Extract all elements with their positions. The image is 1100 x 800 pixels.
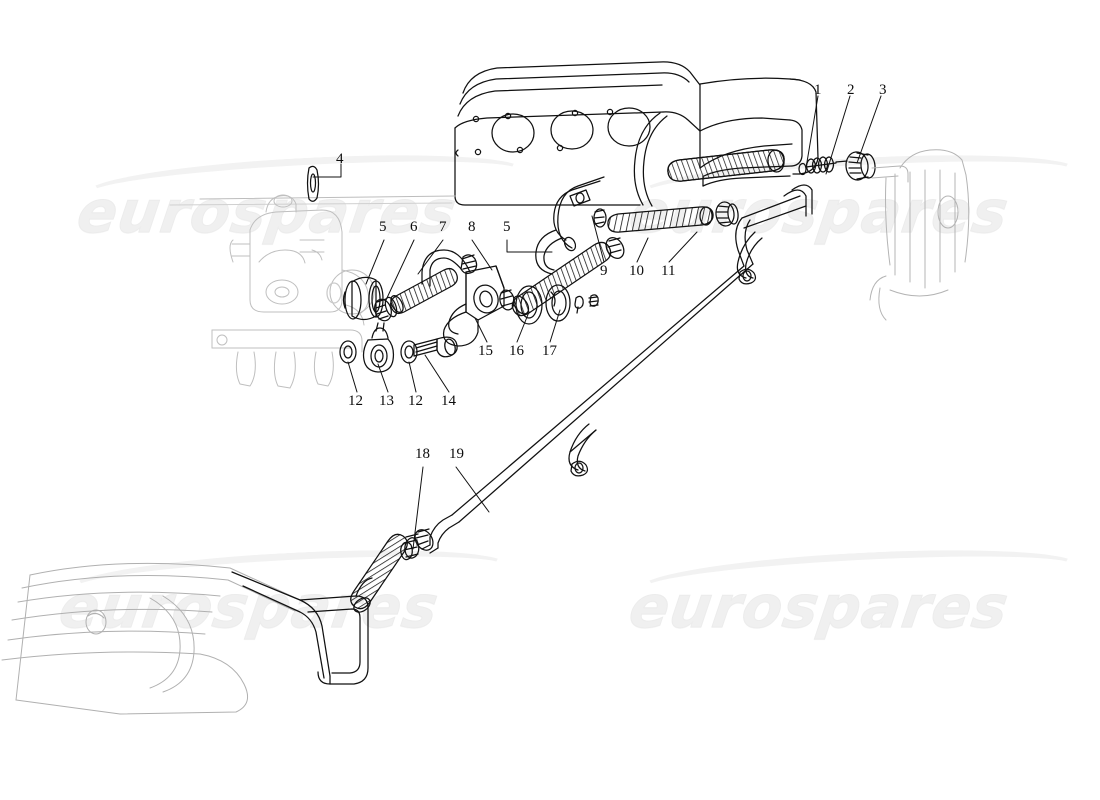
cam-cover-assembly bbox=[169, 61, 819, 207]
callout-2: 2 bbox=[847, 82, 855, 98]
clamp-extra-left bbox=[593, 208, 607, 228]
part-11-clamp-nut bbox=[715, 201, 739, 227]
part-3-union-nut bbox=[845, 151, 876, 181]
transmission-arm bbox=[231, 571, 373, 685]
part-12-washer-left bbox=[339, 340, 357, 364]
callout-11: 11 bbox=[661, 263, 676, 279]
part-9-pipe-stub bbox=[535, 176, 605, 275]
part-4-pin-clip bbox=[306, 165, 320, 202]
part-16-o-ring-large bbox=[515, 285, 543, 325]
part-6-clamp-small bbox=[374, 296, 398, 322]
callout-18: 18 bbox=[415, 446, 430, 462]
callout-5a: 5 bbox=[379, 219, 387, 235]
part-17-o-ring-small bbox=[545, 284, 571, 322]
callout-1: 1 bbox=[814, 82, 822, 98]
part-5-collar-left bbox=[342, 276, 384, 321]
small-fastener-pair bbox=[574, 294, 599, 314]
part-2-spring-clamp bbox=[798, 156, 848, 176]
callout-4: 4 bbox=[336, 151, 344, 167]
callout-3: 3 bbox=[879, 82, 887, 98]
callout-12b: 12 bbox=[408, 393, 423, 409]
callout-12a: 12 bbox=[348, 393, 363, 409]
part-7-hose-short bbox=[390, 267, 458, 315]
carburettor-ghost bbox=[211, 194, 375, 389]
part-1-air-hose-upper bbox=[667, 149, 785, 182]
transmission-housing-ghost bbox=[1, 562, 301, 715]
engine-block-ghost bbox=[869, 149, 970, 321]
callout-8: 8 bbox=[468, 219, 476, 235]
callout-10: 10 bbox=[629, 263, 644, 279]
part-8-elbow-and-valve-body bbox=[421, 249, 515, 347]
part-14-banjo-bolt bbox=[413, 336, 458, 358]
callout-17: 17 bbox=[542, 343, 557, 359]
callout-15: 15 bbox=[478, 343, 493, 359]
callout-6: 6 bbox=[410, 219, 418, 235]
callout-16: 16 bbox=[509, 343, 524, 359]
part-18-hose-lower bbox=[350, 528, 434, 613]
callout-9: 9 bbox=[600, 263, 608, 279]
callout-14: 14 bbox=[441, 393, 456, 409]
callout-13: 13 bbox=[379, 393, 394, 409]
callout-7: 7 bbox=[439, 219, 447, 235]
part-19-main-pipe-line bbox=[421, 184, 813, 554]
part-13-banjo-body bbox=[362, 322, 395, 373]
callout-leader-lines bbox=[312, 95, 882, 550]
part-10-hose-mid bbox=[607, 206, 714, 233]
callout-19: 19 bbox=[449, 446, 464, 462]
callout-5b: 5 bbox=[503, 219, 511, 235]
